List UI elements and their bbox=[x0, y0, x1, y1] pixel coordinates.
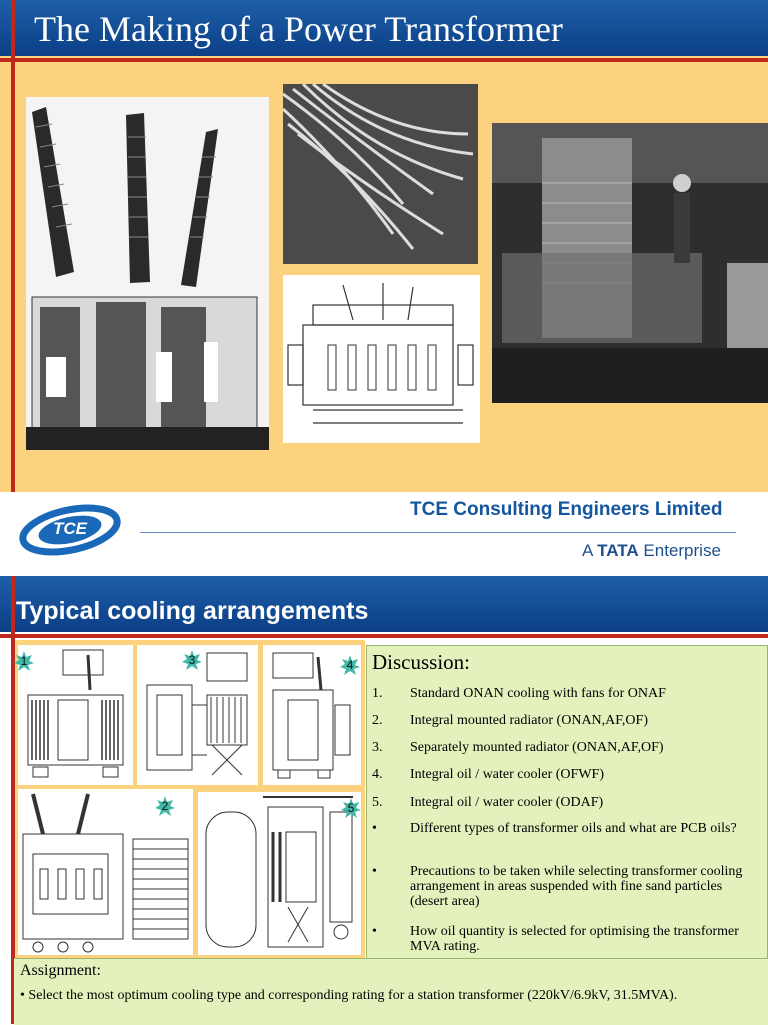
accent-bar-vertical bbox=[11, 0, 15, 492]
item-bullet: • bbox=[372, 821, 377, 836]
tce-logo-text: TCE bbox=[53, 519, 87, 538]
accent-bar-horizontal-2 bbox=[0, 634, 768, 638]
assignment-text: • Select the most optimum cooling type a… bbox=[20, 988, 678, 1003]
item-text: Different types of transformer oils and … bbox=[410, 821, 737, 836]
cooling-diagram-1 bbox=[18, 645, 133, 785]
badge-1: 1 bbox=[14, 651, 34, 671]
discussion-title: Discussion: bbox=[372, 650, 471, 674]
badge-5: 5 bbox=[341, 798, 361, 818]
accent-bar-vertical-2 bbox=[11, 576, 15, 1024]
slide-1-footer bbox=[0, 492, 768, 574]
slide-1-header bbox=[0, 0, 768, 56]
badge-2-label: 2 bbox=[161, 799, 169, 813]
item-text: Standard ONAN cooling with fans for ONAF bbox=[410, 686, 666, 701]
assignment-title: Assignment: bbox=[20, 962, 101, 979]
cooling-diagram-3 bbox=[137, 645, 258, 785]
badge-3: 3 bbox=[182, 650, 202, 670]
badge-1-label: 1 bbox=[20, 654, 28, 668]
assignment-panel bbox=[14, 958, 768, 1025]
winding-leads-image bbox=[283, 84, 478, 264]
badge-2: 2 bbox=[155, 796, 175, 816]
item-text: Integral oil / water cooler (OFWF) bbox=[410, 767, 604, 782]
accent-bar-horizontal bbox=[0, 58, 768, 62]
tce-logo: TCE bbox=[18, 500, 122, 560]
tagline-suffix: Enterprise bbox=[643, 541, 721, 560]
item-text: Integral oil / water cooler (ODAF) bbox=[410, 795, 604, 810]
company-name: TCE Consulting Engineers Limited bbox=[410, 499, 723, 520]
badge-4: 4 bbox=[340, 655, 360, 675]
item-number: 5. bbox=[372, 795, 383, 810]
tagline-prefix: A bbox=[582, 541, 593, 560]
item-number: 4. bbox=[372, 767, 383, 782]
cooling-diagram-5 bbox=[198, 792, 361, 955]
item-text: Integral mounted radiator (ONAN,AF,OF) bbox=[410, 713, 648, 728]
item-text: How oil quantity is selected for optimis… bbox=[410, 924, 739, 954]
badge-3-label: 3 bbox=[188, 653, 196, 667]
enterprise-tagline: A TATA Enterprise bbox=[582, 541, 721, 561]
item-text: Separately mounted radiator (ONAN,AF,OF) bbox=[410, 740, 664, 755]
transformer-bushings-image bbox=[26, 97, 269, 450]
cooling-diagram-2 bbox=[18, 789, 193, 955]
winding-assembly-photo bbox=[492, 123, 768, 403]
slide-2-header bbox=[0, 576, 768, 632]
item-number: 3. bbox=[372, 740, 383, 755]
item-bullet: • bbox=[372, 864, 377, 879]
item-text: Precautions to be taken while selecting … bbox=[410, 864, 743, 909]
slide-1-title: The Making of a Power Transformer bbox=[34, 9, 563, 49]
item-bullet: • bbox=[372, 924, 377, 939]
badge-5-label: 5 bbox=[347, 801, 355, 815]
item-number: 2. bbox=[372, 713, 383, 728]
slide-2-title: Typical cooling arrangements bbox=[16, 597, 369, 625]
item-number: 1. bbox=[372, 686, 383, 701]
badge-4-label: 4 bbox=[346, 658, 354, 672]
tagline-brand: TATA bbox=[597, 541, 639, 560]
footer-divider bbox=[140, 532, 736, 533]
core-clamp-drawing bbox=[283, 275, 480, 443]
